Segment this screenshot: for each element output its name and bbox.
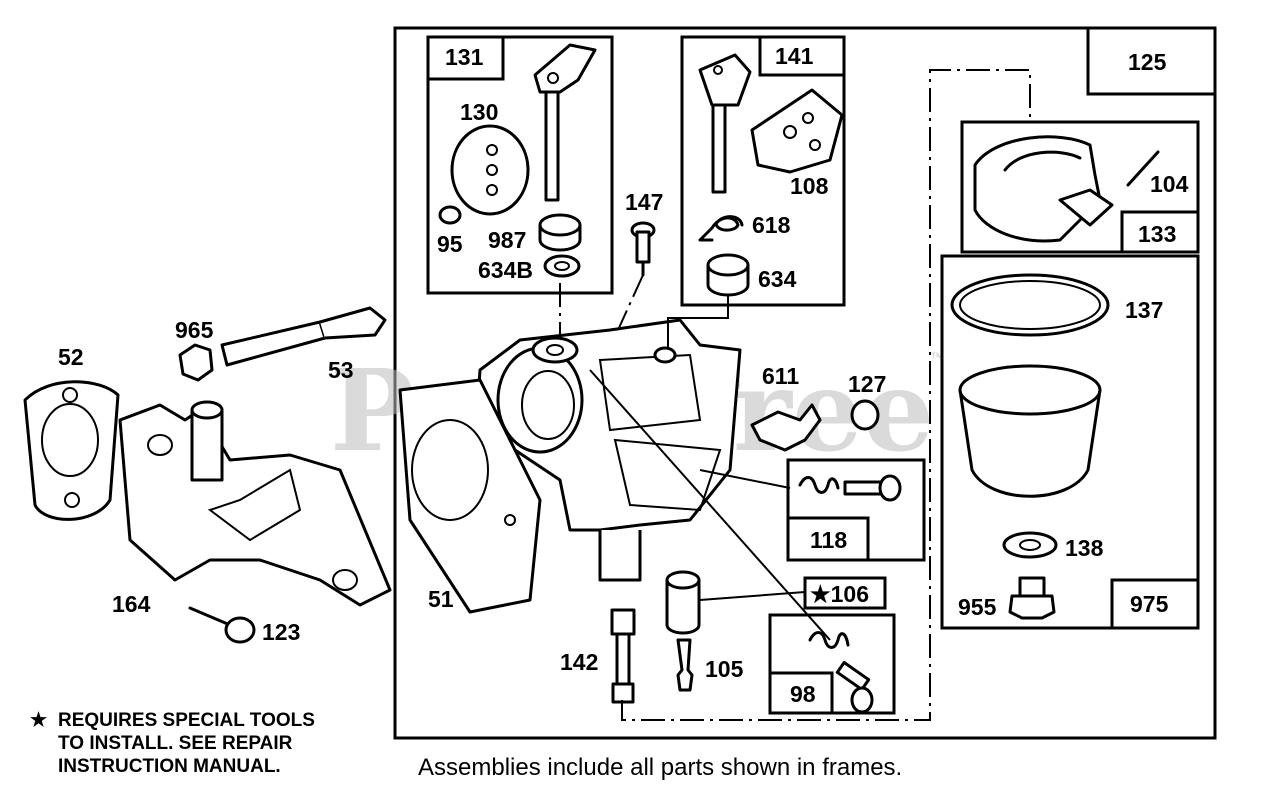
- label-147: 147: [625, 189, 663, 215]
- screw-98: [808, 631, 874, 714]
- label-123: 123: [262, 619, 300, 645]
- label-106: ★106: [810, 581, 869, 607]
- seal-634: [706, 253, 750, 297]
- frame-98-tag: [768, 671, 834, 715]
- float-133: [973, 135, 1114, 243]
- nozzle-142: [610, 608, 636, 704]
- label-52: 52: [58, 344, 84, 370]
- label-131: 131: [445, 44, 484, 70]
- label-987: 987: [488, 227, 526, 253]
- frame-133-tag: [1120, 210, 1200, 254]
- label-137: 137: [1125, 297, 1163, 323]
- label-618: 618: [752, 212, 791, 238]
- label-130: 130: [460, 99, 498, 125]
- label-965: 965: [175, 317, 214, 343]
- note-line-2: TO INSTALL. SEE REPAIR: [58, 733, 293, 754]
- frame-118-tag: [786, 516, 870, 562]
- frame-131-tag: [426, 35, 505, 81]
- carburetor-body: [476, 318, 742, 582]
- label-108: 108: [790, 173, 829, 199]
- choke-shaft: [698, 53, 752, 194]
- label-955: 955: [958, 594, 997, 620]
- spring-618: [698, 215, 744, 242]
- label-975: 975: [1130, 591, 1169, 617]
- nut-965: [178, 343, 214, 382]
- idle-screw-118: [798, 474, 902, 502]
- bowl-nut-955: [1008, 576, 1056, 620]
- label-142: 142: [560, 649, 598, 675]
- gasket-52: [23, 380, 120, 521]
- throttle-shaft: [533, 43, 597, 202]
- needle-105: [676, 638, 694, 692]
- throttle-plate-130: [450, 124, 530, 216]
- seat-106: [665, 570, 701, 635]
- label-138: 138: [1065, 535, 1104, 561]
- plug-127: [850, 399, 880, 431]
- screw-95: [438, 205, 462, 225]
- label-127: 127: [848, 371, 886, 397]
- frame-141-tag: [758, 35, 846, 77]
- label-125: 125: [1128, 49, 1167, 75]
- seal-634B: [543, 254, 581, 278]
- label-51: 51: [428, 586, 454, 612]
- caption: Assemblies include all parts shown in fr…: [418, 754, 902, 781]
- seal-987: [538, 213, 582, 252]
- screw-147: [630, 221, 656, 277]
- note-star: ★: [30, 710, 47, 731]
- label-133: 133: [1138, 221, 1176, 247]
- leader-lines: [559, 69, 1031, 721]
- label-118: 118: [810, 527, 847, 553]
- label-141: 141: [775, 43, 814, 69]
- gasket-137: [950, 273, 1110, 337]
- label-105: 105: [705, 656, 744, 682]
- pin-104: [1126, 150, 1160, 187]
- label-634: 634: [758, 266, 797, 292]
- frame-125-tag: [1086, 26, 1217, 96]
- note-line-3: INSTRUCTION MANUAL.: [58, 756, 281, 777]
- gasket-51: [398, 378, 542, 614]
- label-611: 611: [762, 363, 799, 389]
- choke-plate-108: [750, 88, 844, 174]
- intake-elbow-164: [118, 400, 392, 607]
- fitting-611: [750, 403, 822, 452]
- screw-123: [188, 606, 256, 644]
- float-bowl: [958, 364, 1102, 498]
- label-98: 98: [790, 681, 816, 707]
- label-164: 164: [112, 591, 151, 617]
- stud-53: [220, 306, 387, 367]
- washer-138: [1002, 531, 1058, 559]
- label-634B: 634B: [478, 257, 533, 283]
- label-104: 104: [1150, 171, 1189, 197]
- frame-975-tag: [1110, 578, 1200, 630]
- label-53: 53: [328, 357, 354, 383]
- note-line-1: REQUIRES SPECIAL TOOLS: [58, 710, 315, 731]
- label-95: 95: [437, 231, 463, 257]
